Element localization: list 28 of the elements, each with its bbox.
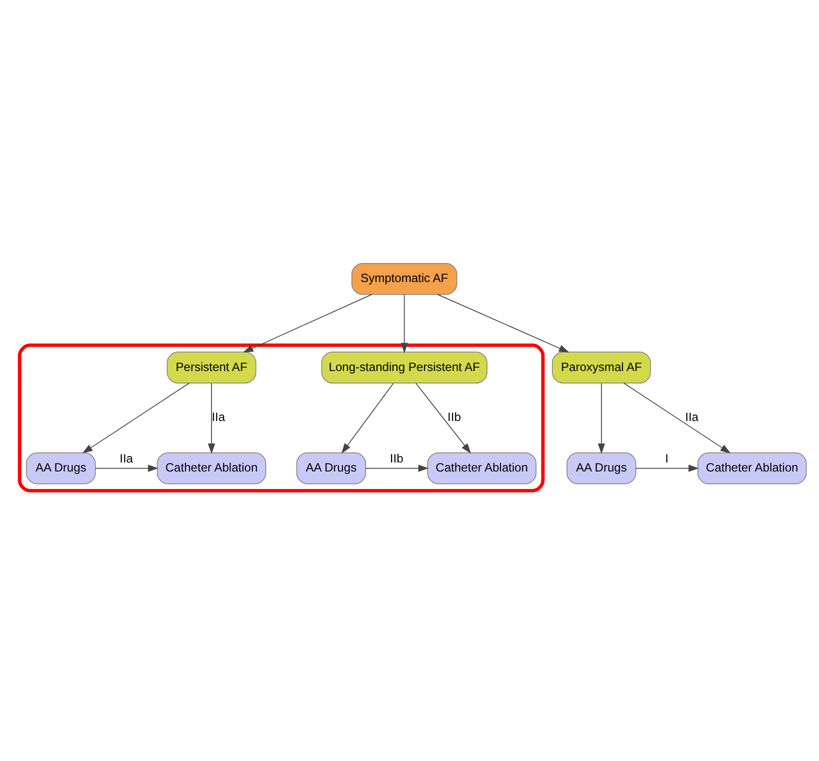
- node-box: AA Drugs: [26, 452, 96, 484]
- arrow: [341, 383, 394, 454]
- arrow: [636, 464, 699, 472]
- edge-label: IIb: [448, 410, 461, 424]
- arrow: [624, 382, 731, 454]
- arrow: [365, 464, 429, 472]
- node-box: AA Drugs: [566, 452, 636, 484]
- node-box: Paroxysmal AF: [552, 352, 651, 384]
- edge-label: I: [665, 451, 669, 466]
- arrow: [208, 383, 216, 454]
- node-box: Persistent AF: [166, 352, 256, 384]
- arrow: [598, 383, 606, 454]
- node-box: Symptomatic AF: [351, 263, 458, 295]
- node-box: Catheter Ablation: [697, 452, 807, 484]
- arrow: [82, 382, 190, 454]
- arrow: [416, 383, 471, 454]
- arrow: [95, 464, 158, 472]
- arrow: [242, 294, 372, 353]
- node-box: Catheter Ablation: [156, 452, 266, 484]
- edge-label: IIa: [685, 410, 699, 424]
- edge-label: IIb: [390, 451, 404, 466]
- edge-label: IIa: [120, 451, 134, 466]
- arrow: [400, 294, 408, 354]
- edge-label: IIa: [212, 410, 226, 424]
- node-box: Catheter Ablation: [427, 452, 536, 484]
- arrow: [437, 294, 570, 353]
- node-box: AA Drugs: [296, 452, 366, 484]
- node-box: Long-standing Persistent AF: [321, 352, 488, 384]
